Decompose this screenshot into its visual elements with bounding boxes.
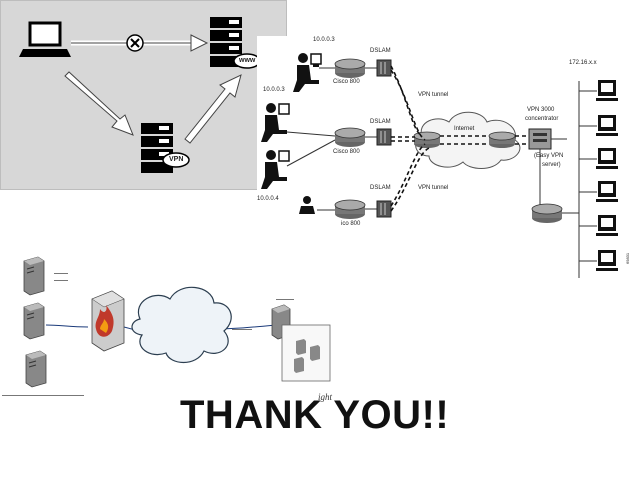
tiny-caption — [276, 299, 294, 302]
ip-label-top: 10.0.0.3 — [313, 37, 335, 43]
vpn-to-www-arrow — [184, 74, 242, 144]
vpn3000-label-line1: VPN 3000 — [527, 107, 555, 113]
user-workstation-icon — [261, 103, 290, 142]
firewall-cloud-drawing — [23, 256, 331, 388]
logo-mark: ight — [318, 392, 333, 402]
ip-label-mid: 10.0.0.3 — [263, 87, 285, 93]
lan-router-icon — [531, 203, 563, 223]
lan-workstation-icon — [579, 148, 618, 169]
internet-label: Internet — [454, 126, 475, 132]
vpn-concept-drawing — [19, 17, 261, 173]
ip-label-bottom: 10.0.0.4 — [257, 196, 279, 202]
cisco-800-router-icon — [334, 58, 366, 78]
easy-vpn-label-line1: (Easy VPN — [534, 153, 564, 159]
vpn3000-label-line2: concentrator — [525, 116, 559, 122]
lan-workstation-icon — [579, 181, 618, 202]
vpn-concept-diagram: www VPN — [0, 0, 287, 190]
thank-you-heading: THANK YOU!! — [180, 393, 450, 437]
internet-router-icon — [488, 131, 516, 148]
internet-cloud-icon — [131, 286, 232, 364]
user-workstation-icon — [293, 53, 322, 92]
internet-router-icon — [413, 131, 441, 148]
vpn-tunnel-lines — [390, 65, 529, 212]
dslam-label-mid: DSLAM — [370, 119, 391, 125]
blocked-x-icon — [126, 34, 144, 52]
tiny-caption — [232, 329, 252, 332]
firewall-cloud-diagram — [0, 255, 345, 405]
server-tower-icon — [25, 350, 47, 388]
laptop-icon — [19, 21, 71, 57]
figure-id-label: 69831 — [625, 252, 630, 264]
router-label-top: Cisco 800 — [333, 79, 360, 85]
router-label-bottom: ico 800 — [341, 221, 361, 227]
server-tower-icon — [23, 302, 45, 340]
server-group-box — [281, 324, 331, 382]
cisco-800-router-icon — [334, 127, 366, 147]
user-workstation-icon — [261, 150, 290, 189]
tiny-caption — [54, 273, 68, 281]
remote-access-vpn-diagram: 10.0.0.3 10.0.0.3 10.0.0.4 DSLAM DSLAM D… — [257, 36, 638, 288]
lan-workstation-icon — [579, 250, 618, 271]
easy-vpn-label-line2: server) — [542, 162, 561, 168]
lan-workstation-icon — [579, 80, 618, 101]
router-label-mid: Cisco 800 — [333, 149, 360, 155]
user-workstation-icon — [299, 196, 315, 214]
vpn-label: VPN — [169, 156, 184, 163]
lan-workstation-icon — [579, 215, 618, 236]
internet-cloud-icon — [415, 111, 521, 169]
vpn-3000-concentrator-icon — [528, 128, 567, 150]
network-topology-drawing — [261, 53, 618, 278]
server-tower-icon — [23, 256, 45, 296]
dslam-label-bottom: DSLAM — [370, 185, 391, 191]
dslam-icon — [365, 128, 392, 146]
vpn-server-icon — [141, 123, 190, 173]
firewall-icon — [91, 290, 125, 352]
dslam-label-top: DSLAM — [370, 48, 391, 54]
cisco-800-router-icon — [334, 199, 366, 219]
tiny-footnote — [2, 395, 84, 398]
laptop-to-vpn-arrow — [64, 71, 134, 136]
dslam-icon — [365, 59, 392, 77]
vpn-tunnel-label-top: VPN tunnel — [418, 92, 449, 98]
subnet-label: 172.16.x.x — [569, 60, 597, 66]
lan-workstation-icon — [579, 115, 618, 136]
www-label: www — [239, 57, 256, 64]
dslam-icon — [365, 200, 392, 218]
vpn-tunnel-label-bottom: VPN tunnel — [418, 185, 449, 191]
